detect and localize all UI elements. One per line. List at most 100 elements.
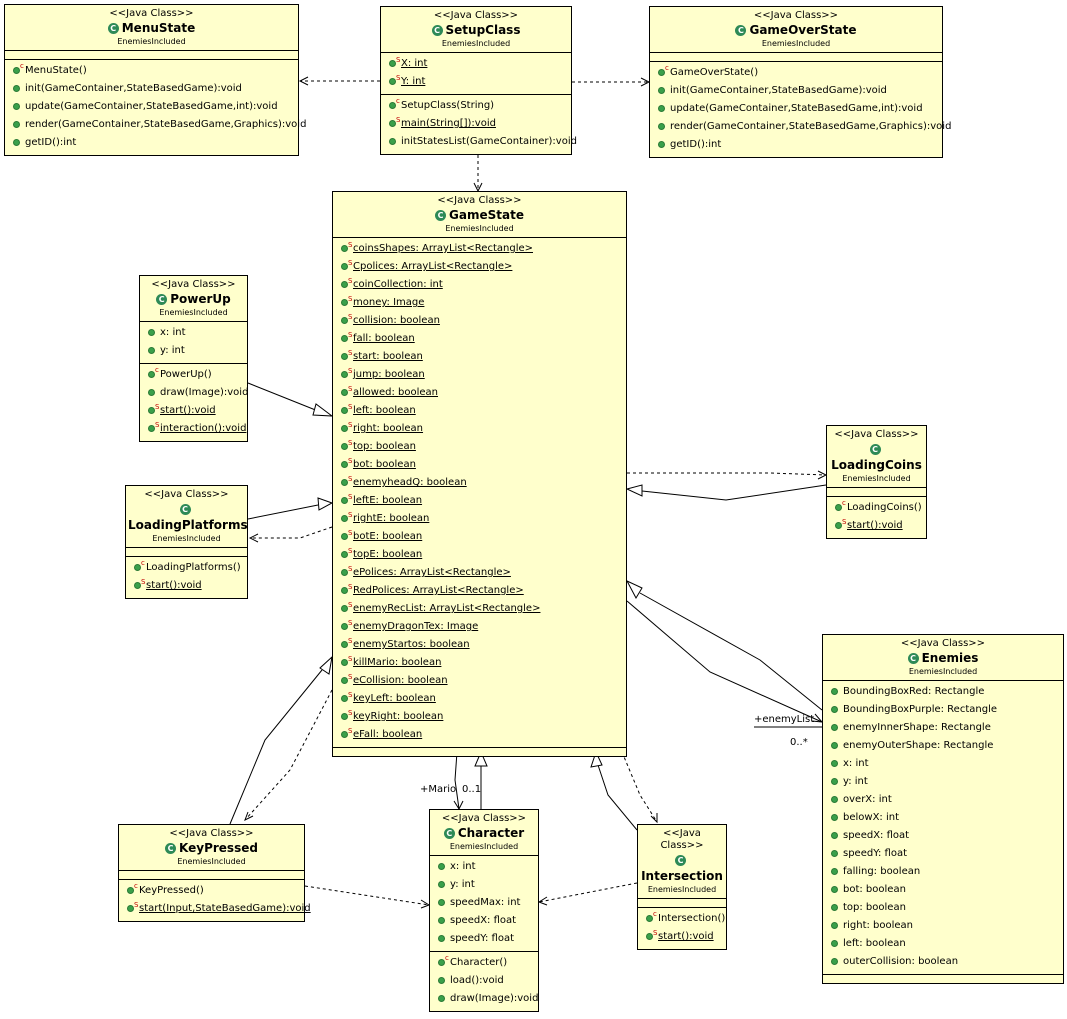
field-row[interactable]: overX: int — [823, 791, 1063, 809]
field-row[interactable]: bot: boolean — [823, 881, 1063, 899]
field-row[interactable]: speedX: float — [430, 912, 538, 930]
field-row[interactable]: speedX: float — [823, 827, 1063, 845]
method-text: start():void — [160, 405, 216, 416]
method-row[interactable]: init(GameContainer,StateBasedGame):void — [5, 80, 298, 98]
field-row[interactable]: belowX: int — [823, 809, 1063, 827]
class-stereotype: <<Java Class>> — [151, 279, 236, 290]
method-row[interactable]: draw(Image):void — [430, 990, 538, 1008]
field-row[interactable]: x: int — [430, 858, 538, 876]
dependency-line — [621, 751, 658, 823]
method-row[interactable]: update(GameContainer,StateBasedGame,int)… — [5, 98, 298, 116]
field-row[interactable]: falling: boolean — [823, 863, 1063, 881]
field-row[interactable]: left: boolean — [823, 935, 1063, 953]
field-text: ePolices: ArrayList<Rectangle> — [353, 567, 511, 578]
method-row[interactable]: render(GameContainer,StateBasedGame,Grap… — [5, 116, 306, 134]
method-row[interactable]: render(GameContainer,StateBasedGame,Grap… — [650, 118, 951, 136]
method-row[interactable]: draw(Image):void — [140, 384, 248, 402]
method-row[interactable]: load():void — [430, 972, 538, 990]
field-row[interactable]: top: boolean — [823, 899, 1063, 917]
field-row[interactable]: speedY: float — [823, 845, 1063, 863]
field-row[interactable]: outerCollision: boolean — [823, 953, 1063, 971]
method-row[interactable]: update(GameContainer,StateBasedGame,int)… — [650, 100, 942, 118]
field-row[interactable]: BoundingBoxPurple: Rectangle — [823, 701, 1063, 719]
field-text: enemyStartos: boolean — [353, 639, 470, 650]
field-row[interactable]: y: int — [140, 342, 247, 360]
method-row[interactable]: getID():int — [650, 136, 942, 154]
field-row[interactable]: y: int — [430, 876, 538, 894]
method-row[interactable]: init(GameContainer,StateBasedGame):void — [650, 82, 942, 100]
field-row[interactable]: right: boolean — [823, 917, 1063, 935]
field-visibility-icon: S — [341, 439, 352, 450]
field-row[interactable]: enemyOuterShape: Rectangle — [823, 737, 1063, 755]
method-row[interactable]: initStatesList(GameContainer):void — [381, 133, 577, 151]
generalization-arrowhead — [312, 403, 334, 417]
field-row[interactable]: x: int — [140, 324, 247, 342]
field-row[interactable]: y: int — [823, 773, 1063, 791]
field-row[interactable]: speedMax: int — [430, 894, 538, 912]
field-row[interactable]: enemyInnerShape: Rectangle — [823, 719, 1063, 737]
field-row[interactable]: BoundingBoxRed: Rectangle — [823, 683, 1063, 701]
field-row[interactable]: x: int — [823, 755, 1063, 773]
field-row[interactable]: speedY: float — [430, 930, 538, 948]
method-row[interactable]: getID():int — [5, 134, 298, 152]
